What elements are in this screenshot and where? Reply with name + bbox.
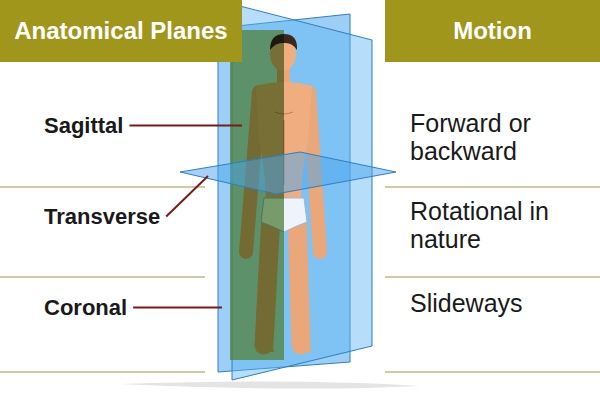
motion-description: Forward or backward (410, 110, 596, 165)
plane-name: Coronal (44, 296, 194, 320)
label-text: Rotational in nature (410, 197, 549, 253)
label-text: Transverse (44, 204, 160, 229)
plane-name: Transverse (44, 205, 204, 229)
header-text: Anatomical Planes (4, 14, 237, 48)
plane-name: Sagittal (44, 114, 194, 138)
motion-description: Rotational in nature (410, 198, 596, 253)
header-text: Motion (443, 14, 542, 48)
motion-description: Slideways (410, 290, 596, 318)
label-text: Coronal (44, 295, 127, 320)
header-cell: Anatomical Planes (0, 0, 242, 62)
label-text: Forward or backward (410, 109, 531, 165)
label-text: Sagittal (44, 113, 123, 138)
label-text: Slideways (410, 289, 523, 317)
header-cell: Motion (385, 0, 600, 62)
